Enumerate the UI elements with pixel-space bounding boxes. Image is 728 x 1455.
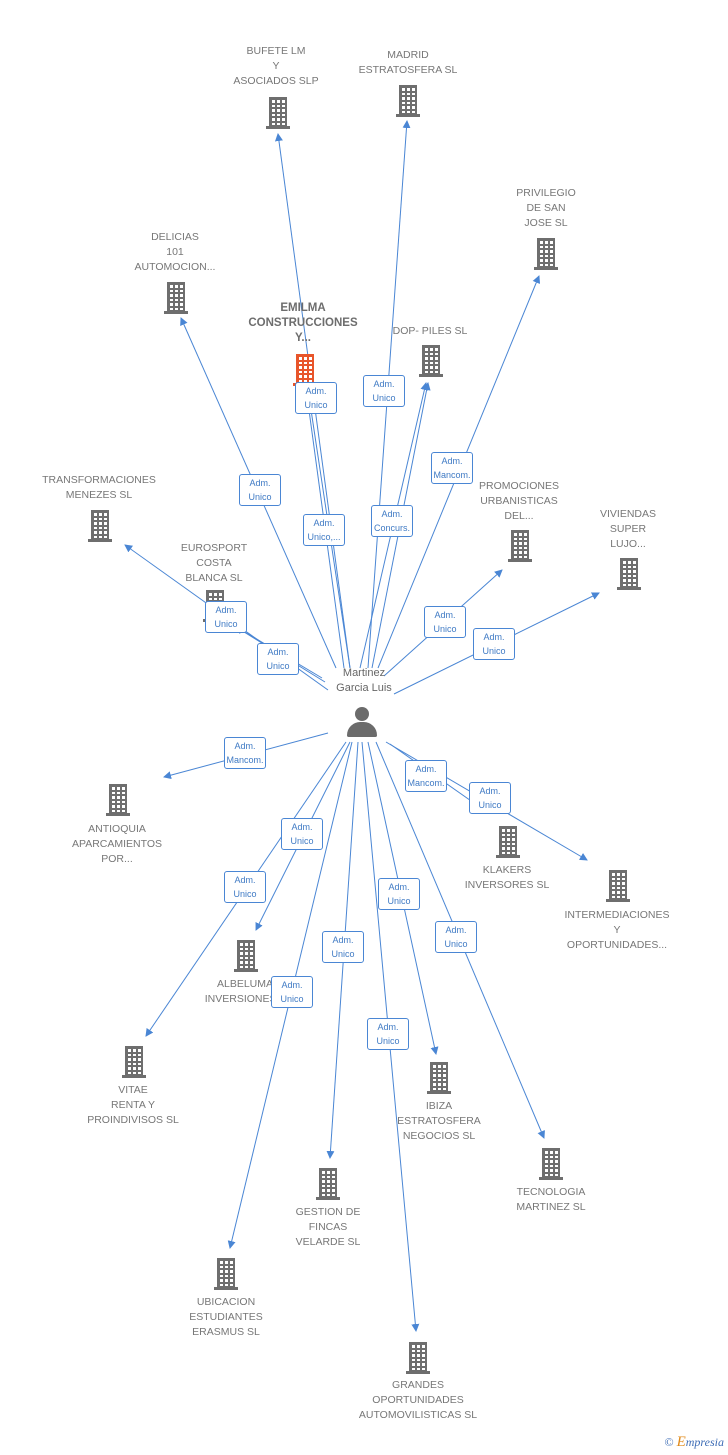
copyright-symbol: ©	[664, 1435, 674, 1449]
building-icon-vitae[interactable]	[122, 1046, 146, 1078]
building-icon-promociones[interactable]	[508, 530, 532, 562]
building-icon-transformaciones[interactable]	[88, 510, 112, 542]
person-head	[355, 707, 369, 721]
company-label-bufete[interactable]: BUFETE LM Y ASOCIADOS SLP	[233, 45, 319, 87]
company-label-tecnologia[interactable]: TECNOLOGIA MARTINEZ SL	[516, 1186, 586, 1213]
company-label-delicias[interactable]: DELICIAS 101 AUTOMOCION...	[134, 231, 216, 273]
building-icon-grandes[interactable]	[406, 1342, 430, 1374]
company-label-viviendas[interactable]: VIVIENDAS SUPER LUJO...	[599, 508, 657, 550]
brand-name: mpresia	[685, 1435, 724, 1449]
company-label-albeluma[interactable]: ALBELUMA INVERSIONES...	[204, 978, 286, 1005]
brand-initial: E	[676, 1434, 686, 1450]
building-icon-bufete[interactable]	[266, 97, 290, 129]
company-label-antioquia[interactable]: ANTIOQUIA APARCAMIENTOS POR...	[71, 823, 163, 865]
building-icon-intermediaciones[interactable]	[606, 870, 630, 902]
role-badge[interactable]: Adm. Unico	[281, 818, 323, 850]
company-label-emilma[interactable]: EMILMA CONSTRUCCIONES Y...	[248, 302, 358, 344]
company-label-privilegio[interactable]: PRIVILEGIO DE SAN JOSE SL	[516, 187, 576, 229]
company-label-ubicacion[interactable]: UBICACION ESTUDIANTES ERASMUS SL	[189, 1296, 263, 1338]
company-label-ibiza[interactable]: IBIZA ESTRATOSFERA NEGOCIOS SL	[397, 1100, 481, 1142]
company-label-eurosport[interactable]: EUROSPORT COSTA BLANCA SL	[180, 542, 248, 584]
role-badge[interactable]: Adm. Unico,...	[303, 514, 345, 546]
role-badge[interactable]: Adm. Unico	[224, 871, 266, 903]
role-badge[interactable]: Adm. Unico	[469, 782, 511, 814]
company-label-grandes[interactable]: GRANDES OPORTUNIDADES AUTOMOVILISTICAS S…	[358, 1379, 478, 1421]
building-icon-ibiza[interactable]	[427, 1062, 451, 1094]
role-badge[interactable]: Adm. Unico	[322, 931, 364, 963]
building-icon-albeluma[interactable]	[234, 940, 258, 972]
brand-footer[interactable]: © Empresia	[664, 1434, 724, 1451]
company-label-madrid[interactable]: MADRID ESTRATOSFERA SL	[358, 49, 458, 76]
building-icon-privilegio[interactable]	[534, 238, 558, 270]
role-badge[interactable]: Adm. Mancom.	[431, 452, 473, 484]
role-badge[interactable]: Adm. Unico	[367, 1018, 409, 1050]
role-badge[interactable]: Adm. Unico	[271, 976, 313, 1008]
company-label-transformaciones[interactable]: TRANSFORMACIONES MENEZES SL	[42, 474, 156, 501]
role-badge[interactable]: Adm. Mancom.	[405, 760, 447, 792]
role-badge[interactable]: Adm. Unico	[363, 375, 405, 407]
role-badge[interactable]: Adm. Unico	[239, 474, 281, 506]
role-badge[interactable]: Adm. Concurs.	[371, 505, 413, 537]
building-icon-tecnologia[interactable]	[539, 1148, 563, 1180]
role-badge[interactable]: Adm. Unico	[473, 628, 515, 660]
person-body	[347, 722, 377, 737]
role-badge[interactable]: Adm. Mancom.	[224, 737, 266, 769]
building-icon-antioquia[interactable]	[106, 784, 130, 816]
company-label-vitae[interactable]: VITAE RENTA Y PROINDIVISOS SL	[87, 1084, 179, 1126]
company-label-intermediaciones[interactable]: INTERMEDIACIONES Y OPORTUNIDADES...	[564, 909, 670, 951]
company-label-gestion[interactable]: GESTION DE FINCAS VELARDE SL	[295, 1206, 361, 1248]
role-badge[interactable]: Adm. Unico	[257, 643, 299, 675]
company-label-dop[interactable]: DOP- PILES SL	[392, 325, 468, 337]
building-icon-dop[interactable]	[419, 345, 443, 377]
company-label-promociones[interactable]: PROMOCIONES URBANISTICAS DEL...	[479, 480, 559, 522]
role-badge[interactable]: Adm. Unico	[378, 878, 420, 910]
role-badge[interactable]: Adm. Unico	[205, 601, 247, 633]
building-icon-klakers[interactable]	[496, 826, 520, 858]
building-icon-delicias[interactable]	[164, 282, 188, 314]
building-icon-madrid[interactable]	[396, 85, 420, 117]
person-icon[interactable]	[347, 707, 377, 737]
company-label-klakers[interactable]: KLAKERS INVERSORES SL	[464, 864, 550, 891]
role-badge[interactable]: Adm. Unico	[424, 606, 466, 638]
center-person-label[interactable]: Martinez Garcia Luis	[336, 667, 392, 694]
building-icon-ubicacion[interactable]	[214, 1258, 238, 1290]
building-icon-gestion[interactable]	[316, 1168, 340, 1200]
role-badge[interactable]: Adm. Unico	[435, 921, 477, 953]
role-badge[interactable]: Adm. Unico	[295, 382, 337, 414]
building-icon-viviendas[interactable]	[617, 558, 641, 590]
